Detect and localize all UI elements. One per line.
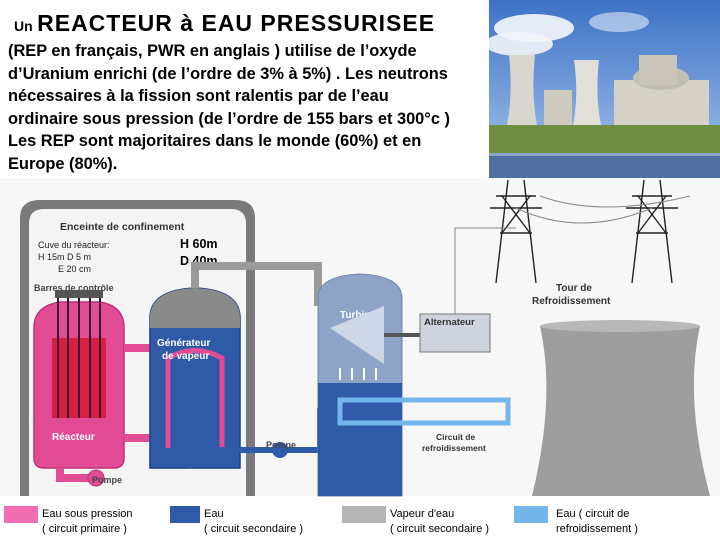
legend-swatch-water [170, 506, 200, 523]
reactor-diagram: Enceinte de confinement Cuve du réacteur… [0, 178, 720, 540]
label-circuit-2: refroidissement [422, 443, 486, 453]
secondary-pump [272, 442, 288, 458]
pylon-right [626, 179, 678, 284]
legend-label: Eau [204, 508, 224, 520]
label-alternateur: Alternateur [424, 317, 475, 328]
legend-sublabel: refroidissement ) [556, 523, 638, 535]
primary-pump [87, 469, 105, 487]
label-generateur-2: de vapeur [162, 351, 209, 362]
intro-line: Les REP sont majoritaires dans le monde … [8, 132, 422, 150]
label-tour: Tour de [556, 283, 592, 294]
label-tour-2: Refroidissement [532, 296, 611, 307]
legend-swatch-steam [342, 506, 386, 523]
intro-line: Europe (80%). [8, 154, 118, 173]
intro-line: ordinaire sous pression (de l’ordre de 1… [8, 109, 450, 128]
label-pompe-left: Pompe [92, 475, 122, 485]
label-pompe-mid: Pompe [266, 440, 296, 450]
label-turbine: Turbine [340, 310, 376, 321]
label-circuit: Circuit de [436, 432, 475, 442]
label-cuve: Cuve du réacteur: [38, 240, 110, 250]
power-plant-photo [489, 0, 720, 178]
label-height: H 60m [180, 237, 218, 251]
legend-label: Vapeur d'eau [390, 508, 454, 520]
legend-label: Eau ( circuit de [556, 508, 629, 520]
legend-sublabel: ( circuit secondaire ) [390, 523, 489, 535]
control-rods-head [55, 290, 103, 298]
label-generateur: Générateur [157, 338, 210, 349]
legend-sublabel: ( circuit secondaire ) [204, 523, 303, 535]
label-barres: Barres de contrôle [34, 283, 114, 293]
legend-swatch-cooling [514, 506, 548, 523]
turbine-rotor [330, 306, 384, 364]
cooling-circuit [337, 397, 511, 426]
legend-label: Eau sous pression [42, 508, 133, 520]
legend-sublabel: ( circuit primaire ) [42, 523, 127, 535]
intro-text: (REP en français, PWR en anglais ) utili… [8, 40, 494, 175]
label-cuve-dims: H 15m D 5 m [38, 252, 91, 262]
legend-swatch-primary [4, 506, 38, 523]
intro-line: d’Uranium enrichi (de l’ordre de 3% à 5%… [8, 64, 448, 83]
intro-line: (REP en français, PWR en anglais ) utili… [8, 42, 417, 60]
alternator [419, 313, 491, 353]
label-enceinte: Enceinte de confinement [60, 221, 185, 233]
title-main: REACTEUR à EAU PRESSURISEE [37, 10, 436, 36]
intro-line: nécessaires à la fission sont ralentis p… [8, 87, 389, 105]
title: Un REACTEUR à EAU PRESSURISEE [14, 10, 435, 37]
label-cuve-thickness: E 20 cm [58, 264, 91, 274]
cooling-tower-photo [507, 55, 537, 125]
cooling-tower-photo [573, 60, 601, 125]
label-reacteur: Réacteur [52, 432, 95, 443]
cooling-tower [532, 326, 710, 496]
legend: Eau sous pression ( circuit primaire ) E… [4, 506, 638, 535]
title-prefix: Un [14, 18, 33, 34]
